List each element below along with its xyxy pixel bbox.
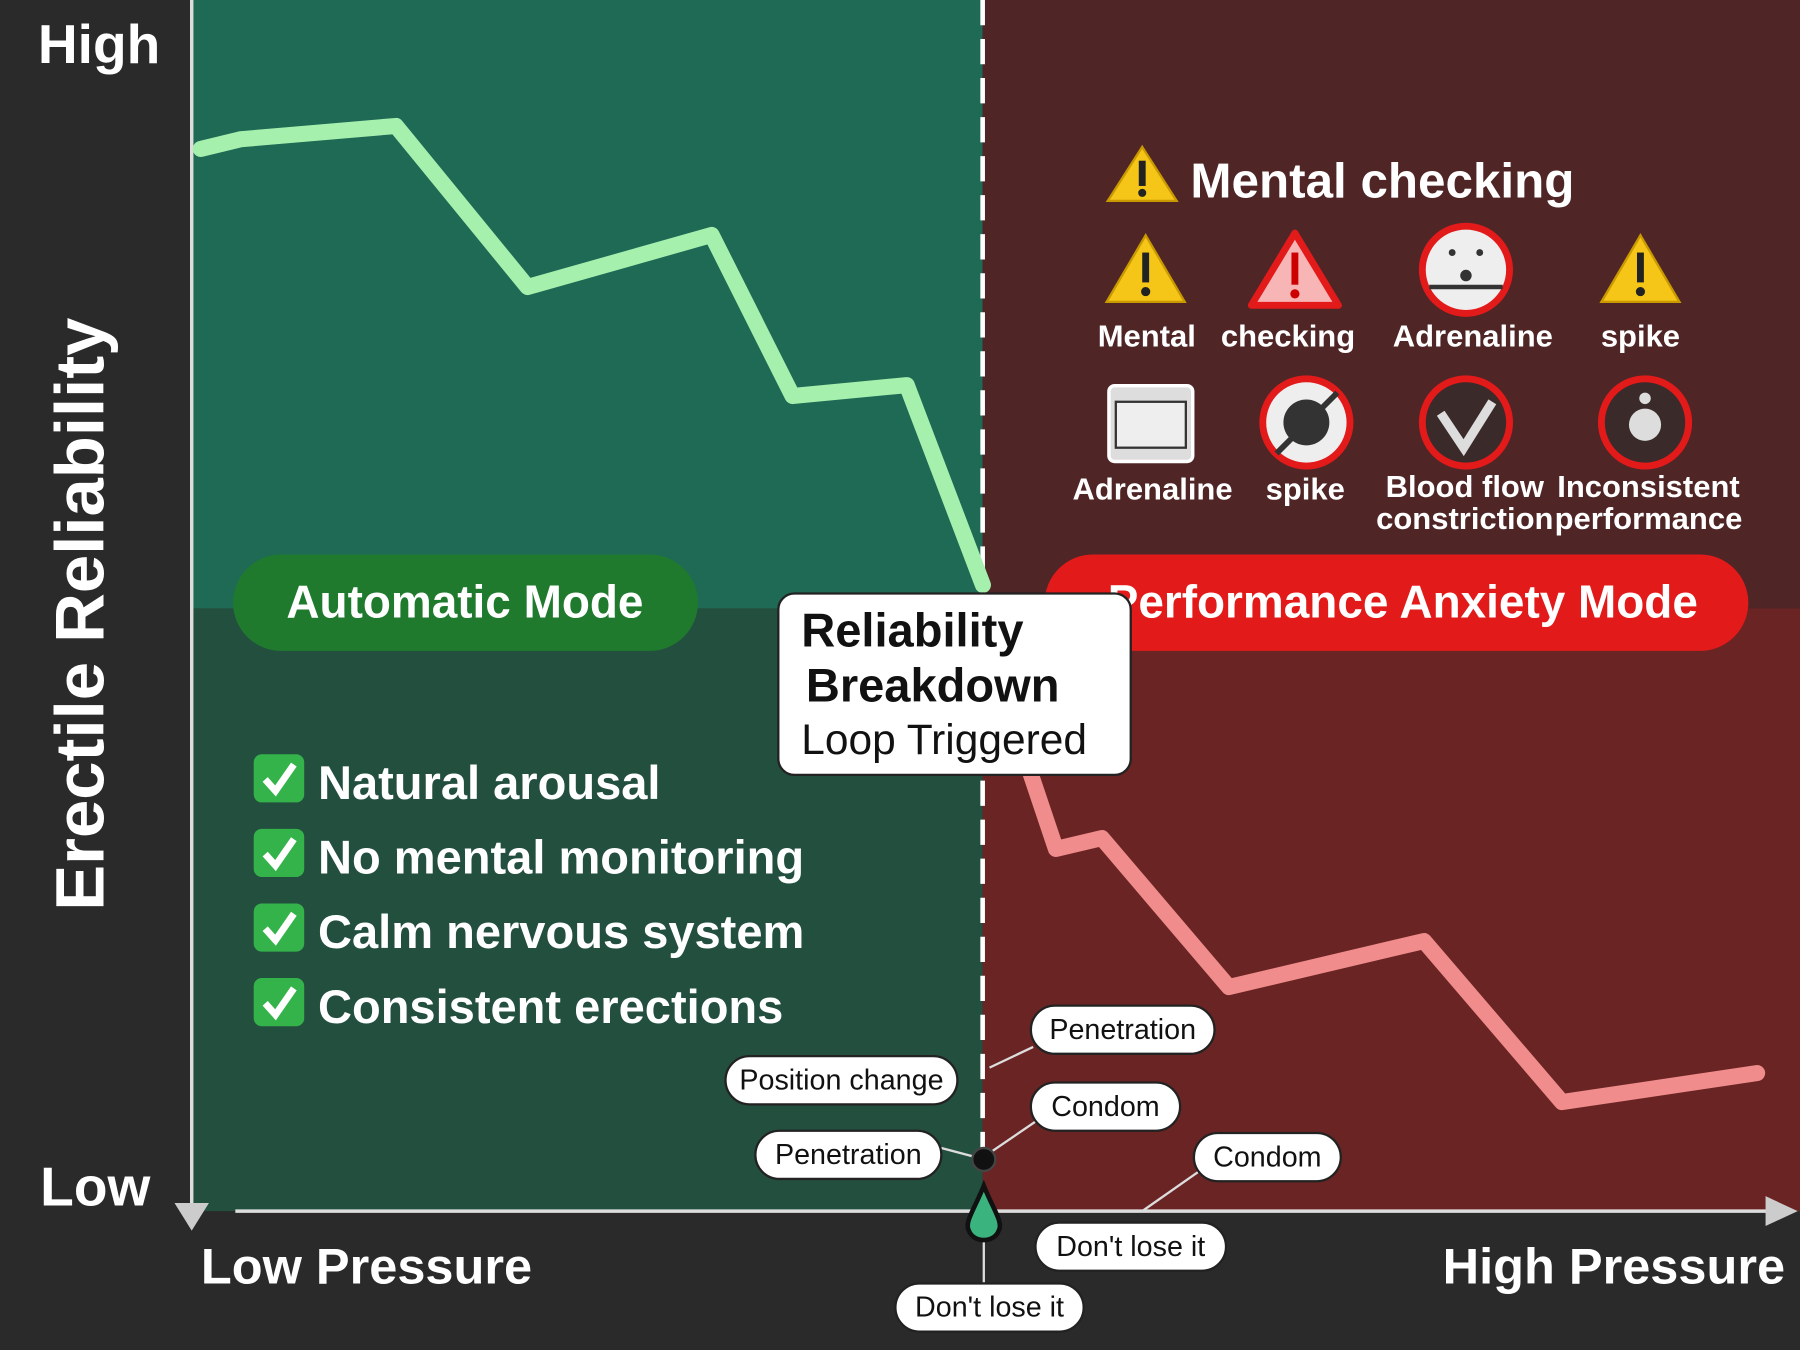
x-axis-arrow xyxy=(1765,1196,1798,1227)
trigger-pill xyxy=(1034,1221,1228,1272)
trigger-pill xyxy=(894,1282,1085,1333)
symptom-label: Mental xyxy=(1098,319,1196,354)
benefit-item: Calm nervous system xyxy=(318,905,804,958)
trigger-label: Don't lose it xyxy=(915,1292,1064,1324)
anxiety-mode-label: Performance Anxiety Mode xyxy=(1108,576,1698,628)
benefits-list: Natural arousal No mental monitoring Cal… xyxy=(253,754,804,1033)
warning-icon xyxy=(1105,144,1179,203)
warning-yellow-icon xyxy=(1104,233,1187,304)
trigger-label: Condom xyxy=(1213,1141,1321,1173)
trigger-label: Penetration xyxy=(1049,1014,1196,1046)
symptom-label: checking xyxy=(1221,319,1355,354)
symptom-label: Blood flow xyxy=(1386,469,1545,504)
benefit-item: Consistent erections xyxy=(318,980,783,1033)
anxious-face-icon xyxy=(1418,222,1514,317)
trigger-pill xyxy=(754,1129,943,1181)
y-axis-label: Erectile Reliability xyxy=(41,318,118,911)
symptom-label: spike xyxy=(1266,471,1345,506)
y-tick-low: Low xyxy=(40,1155,150,1217)
symptoms-heading: Mental checking xyxy=(1190,153,1574,208)
trigger-connectors xyxy=(941,1045,1201,1286)
symptom-label: Adrenaline xyxy=(1393,319,1553,354)
automatic-mode-label: Automatic Mode xyxy=(286,576,643,628)
symptom-label: constriction xyxy=(1376,501,1553,536)
benefit-item: Natural arousal xyxy=(318,756,661,809)
trigger-pill xyxy=(724,1054,959,1106)
checkmark-icon xyxy=(253,754,305,803)
breakdown-callout xyxy=(777,592,1132,777)
checkmark-icon xyxy=(253,978,305,1027)
trigger-label: Penetration xyxy=(775,1139,922,1171)
trigger-pill xyxy=(1192,1131,1342,1183)
trigger-label: Position change xyxy=(739,1064,943,1096)
blocked-circle-icon xyxy=(1259,375,1354,470)
trigger-label: Don't lose it xyxy=(1056,1231,1205,1263)
warning-yellow-icon xyxy=(1599,233,1682,304)
trigger-point xyxy=(971,1146,997,1173)
automatic-mode-line xyxy=(192,117,991,593)
drop-icon xyxy=(965,1179,1003,1243)
checkmark-icon xyxy=(253,828,305,878)
screen-icon xyxy=(1107,383,1195,464)
warning-red-icon xyxy=(1247,229,1342,309)
breakdown-line-2: Breakdown xyxy=(806,658,1060,711)
x-tick-low: Low Pressure xyxy=(201,1237,532,1294)
y-tick-high: High xyxy=(38,13,160,75)
constriction-icon xyxy=(1418,375,1514,470)
symptom-label: performance xyxy=(1555,501,1743,536)
breakdown-line-1: Reliability xyxy=(801,603,1023,656)
trigger-pill xyxy=(1029,1081,1182,1132)
anxiety-mode-line xyxy=(1001,704,1766,1111)
symptom-label: Adrenaline xyxy=(1072,471,1232,506)
inconsistent-icon xyxy=(1597,375,1693,470)
automatic-region-upper xyxy=(192,0,983,609)
trigger-pill xyxy=(1029,1004,1216,1055)
anxiety-region-upper xyxy=(982,0,1800,609)
symptom-label: Inconsistent xyxy=(1557,469,1740,504)
x-tick-high: High Pressure xyxy=(1443,1237,1785,1294)
anxiety-mode-badge xyxy=(1044,554,1749,651)
checkmark-icon xyxy=(253,903,305,952)
automatic-mode-badge xyxy=(233,554,698,651)
symptom-label: spike xyxy=(1601,319,1680,354)
breakdown-line-3: Loop Triggered xyxy=(801,716,1087,763)
y-axis-arrow xyxy=(174,1203,209,1231)
benefit-item: No mental monitoring xyxy=(318,831,804,884)
trigger-label: Condom xyxy=(1051,1091,1159,1123)
